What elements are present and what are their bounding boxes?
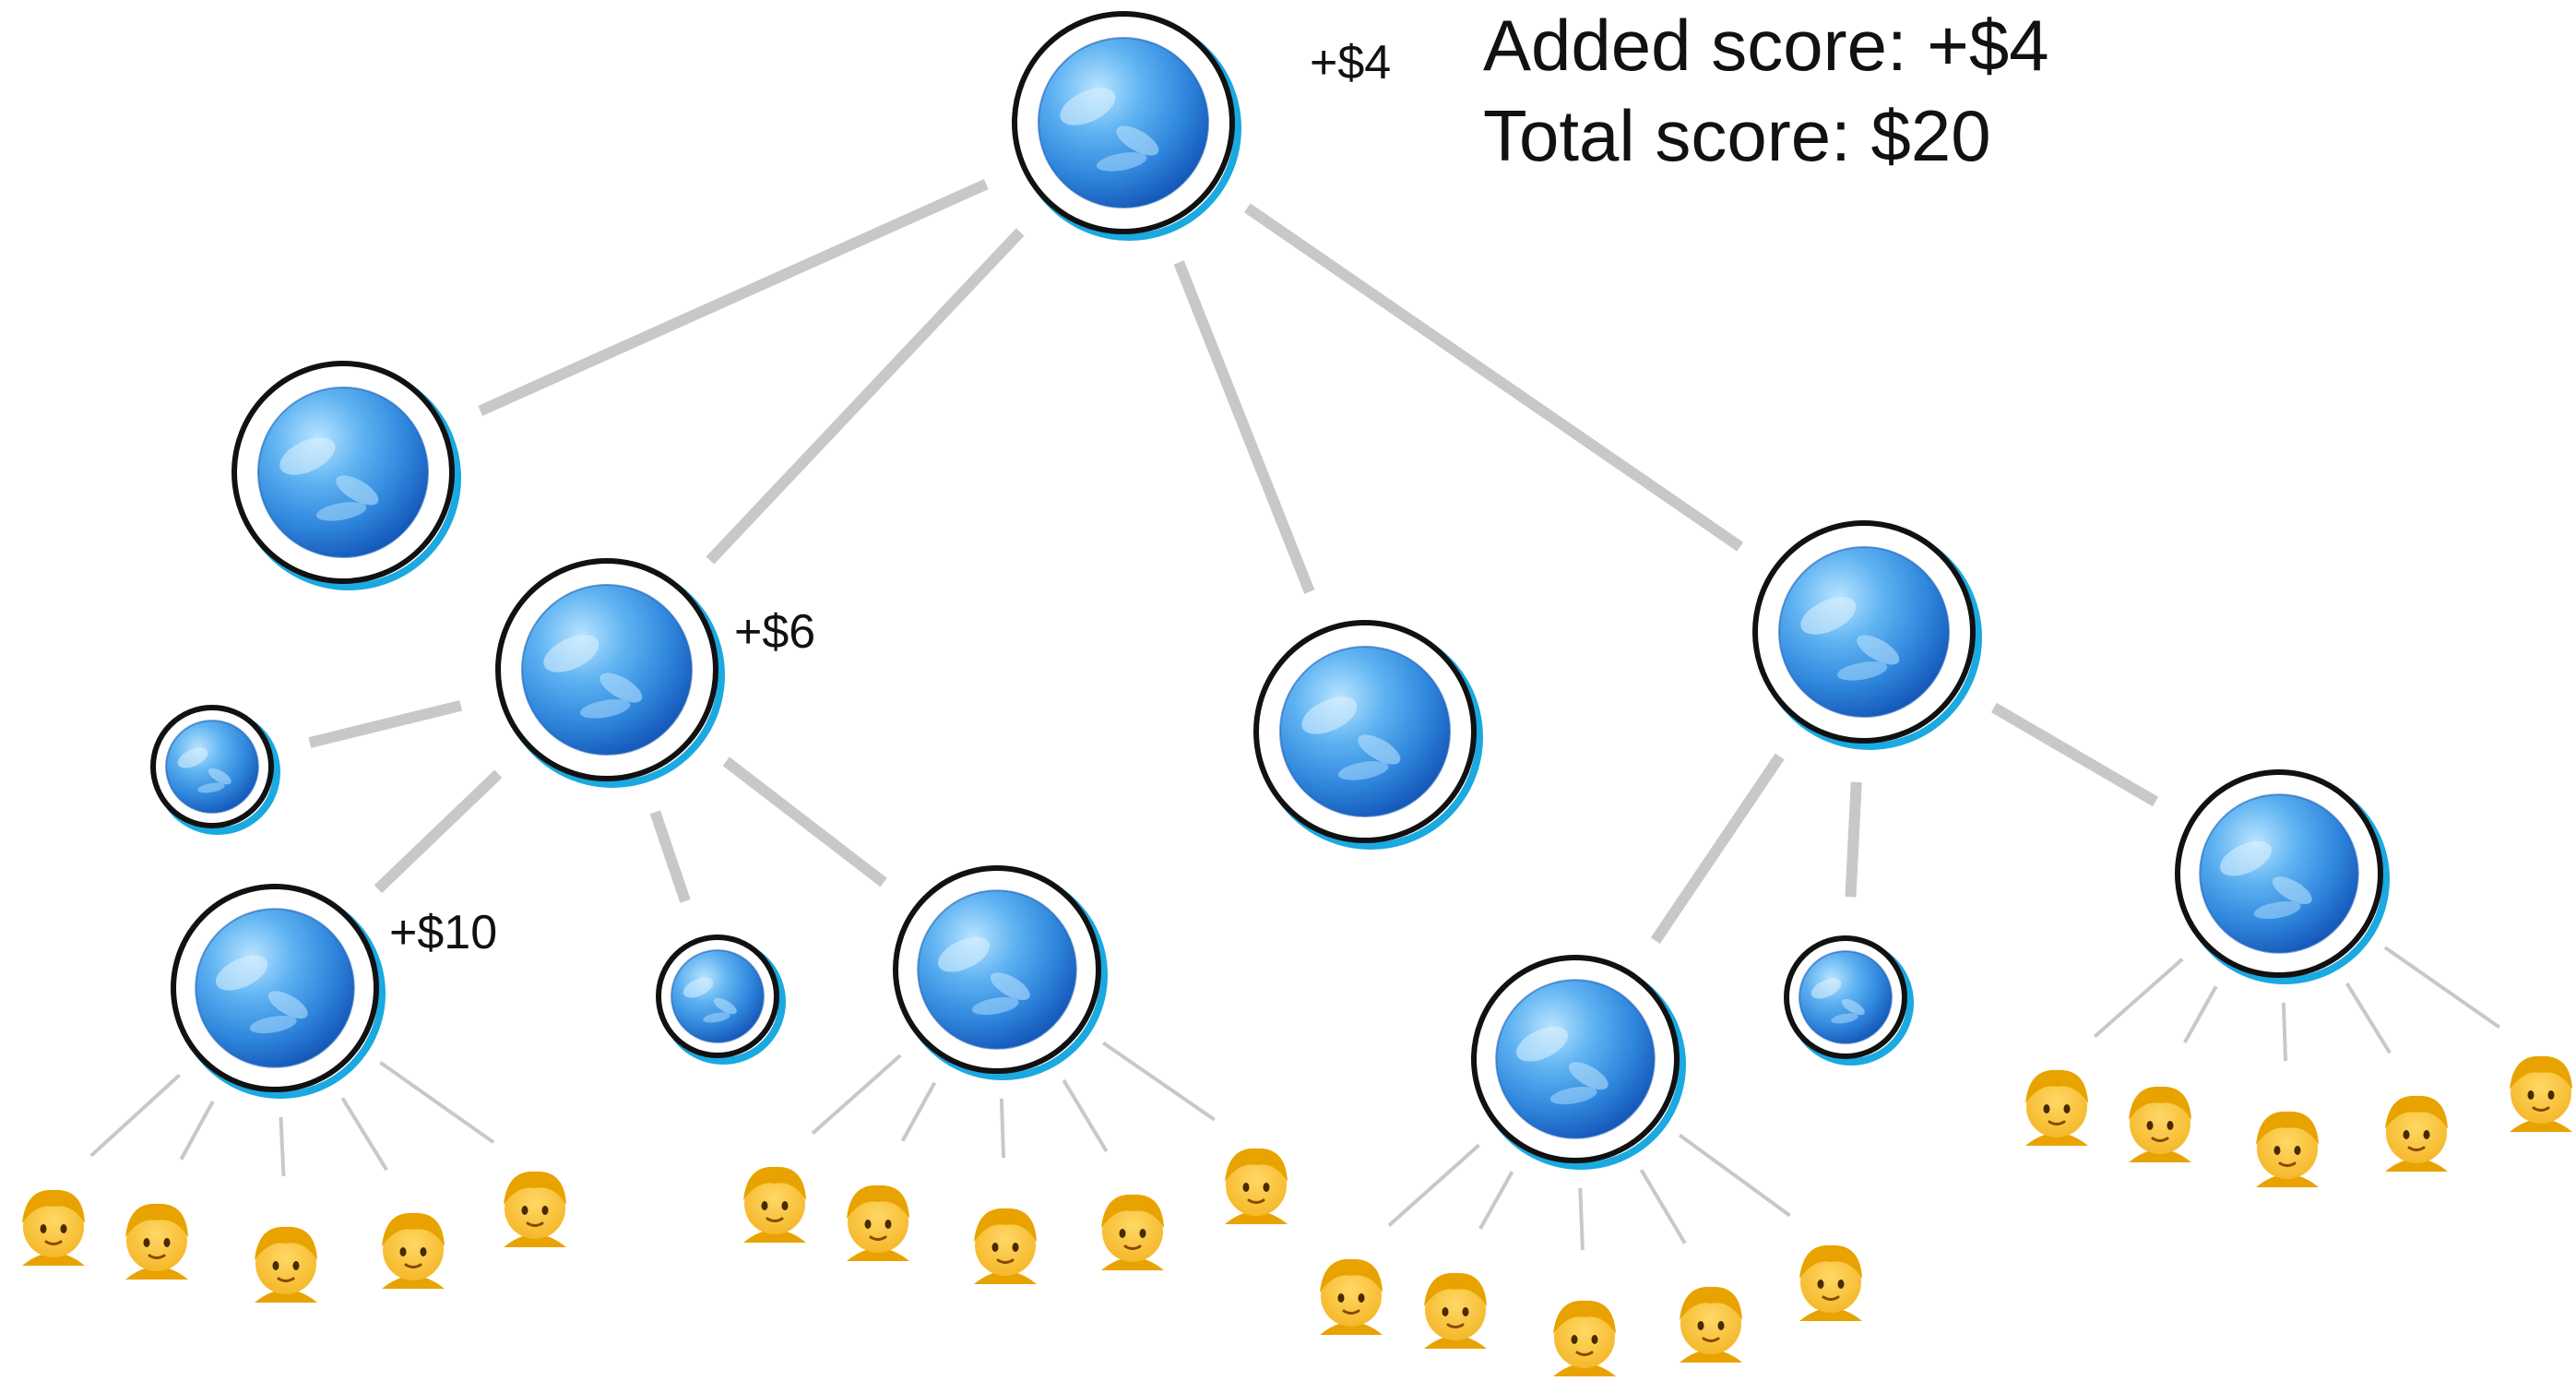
node-score-label-b2: +$10	[389, 906, 497, 959]
leaf-edge-c1-1	[1478, 1171, 1514, 1230]
person-emoji-icon	[1424, 1272, 1487, 1349]
person-emoji-icon	[22, 1189, 85, 1266]
edge-root-a2	[706, 228, 1025, 565]
orb-node-b1	[150, 705, 280, 835]
person-emoji-icon	[2385, 1095, 2448, 1172]
person-emoji-icon	[504, 1171, 566, 1247]
score-panel: Added score: +$4 Total score: $20	[1483, 0, 2049, 181]
edge-root-a1	[478, 179, 989, 416]
orb-node-a2	[495, 558, 725, 788]
leaf-edge-c3-3	[2345, 982, 2392, 1054]
edge-a4-c1	[1650, 753, 1785, 944]
person-emoji-icon	[1553, 1300, 1616, 1376]
leaf-edge-c1-4	[1678, 1133, 1791, 1218]
leaf-edge-b4-4	[1102, 1041, 1216, 1122]
person-emoji-icon	[382, 1212, 445, 1289]
orb-node-b3	[656, 935, 786, 1065]
leaf-edge-b4-1	[900, 1081, 937, 1142]
persons-layer	[22, 1055, 2572, 1376]
leaf-edge-c3-1	[2183, 985, 2218, 1043]
leaf-edge-c1-0	[1387, 1143, 1480, 1227]
person-emoji-icon	[1799, 1244, 1862, 1321]
leaf-edge-b2-0	[89, 1073, 181, 1158]
edge-root-a3	[1173, 260, 1315, 594]
leaf-edge-c1-2	[1578, 1187, 1585, 1251]
nodes-layer	[150, 11, 2390, 1170]
node-score-label-a2: +$6	[734, 605, 815, 659]
edge-a2-b4	[722, 756, 887, 887]
leaf-edge-c3-4	[2383, 946, 2501, 1030]
leaf-edge-b4-2	[999, 1098, 1006, 1159]
person-emoji-icon	[1680, 1286, 1742, 1363]
person-emoji-icon	[847, 1185, 909, 1261]
orb-node-a1	[231, 361, 461, 590]
leaf-edge-c1-3	[1639, 1169, 1687, 1244]
leaf-edge-b2-2	[279, 1116, 286, 1177]
person-emoji-icon	[255, 1226, 317, 1303]
total-score-text: Total score: $20	[1483, 95, 1991, 176]
person-emoji-icon	[743, 1166, 806, 1243]
leaf-edge-b2-1	[179, 1100, 215, 1161]
person-emoji-icon	[2025, 1069, 2088, 1146]
orb-node-c3	[2175, 769, 2390, 984]
orb-node-root	[1012, 11, 1241, 241]
edge-a2-b1	[308, 700, 463, 748]
labels-layer: +$4 +$6 +$10	[389, 36, 1391, 959]
person-emoji-icon	[974, 1208, 1037, 1284]
leaf-edge-c3-2	[2281, 1002, 2288, 1062]
orb-node-a3	[1253, 620, 1483, 850]
leaf-edge-b4-0	[811, 1054, 902, 1135]
edge-a4-c3	[1990, 702, 2159, 807]
orb-node-c1	[1471, 955, 1686, 1170]
person-edges-layer	[89, 946, 2501, 1251]
leaf-edge-c3-0	[2093, 958, 2184, 1039]
person-emoji-icon	[1101, 1194, 1164, 1270]
edge-a2-b2	[374, 769, 503, 894]
orb-node-c2	[1784, 935, 1914, 1066]
edge-a2-b3	[649, 810, 691, 903]
orb-node-b2	[171, 884, 386, 1099]
leaf-edge-b2-4	[379, 1061, 495, 1144]
node-score-label-root: +$4	[1310, 36, 1391, 89]
leaf-edge-b4-3	[1062, 1078, 1109, 1152]
orb-node-b4	[893, 865, 1108, 1080]
person-emoji-icon	[125, 1203, 188, 1280]
leaf-edge-b2-3	[340, 1097, 388, 1172]
orb-node-a4	[1752, 520, 1982, 750]
person-emoji-icon	[2129, 1086, 2191, 1162]
person-emoji-icon	[1225, 1148, 1288, 1224]
edges-layer	[308, 179, 2159, 944]
edge-root-a4	[1243, 203, 1744, 552]
added-score-text: Added score: +$4	[1483, 5, 2049, 86]
person-emoji-icon	[1320, 1258, 1383, 1335]
person-emoji-icon	[2256, 1111, 2319, 1187]
edge-a4-c2	[1845, 781, 1862, 898]
person-emoji-icon	[2510, 1055, 2572, 1132]
